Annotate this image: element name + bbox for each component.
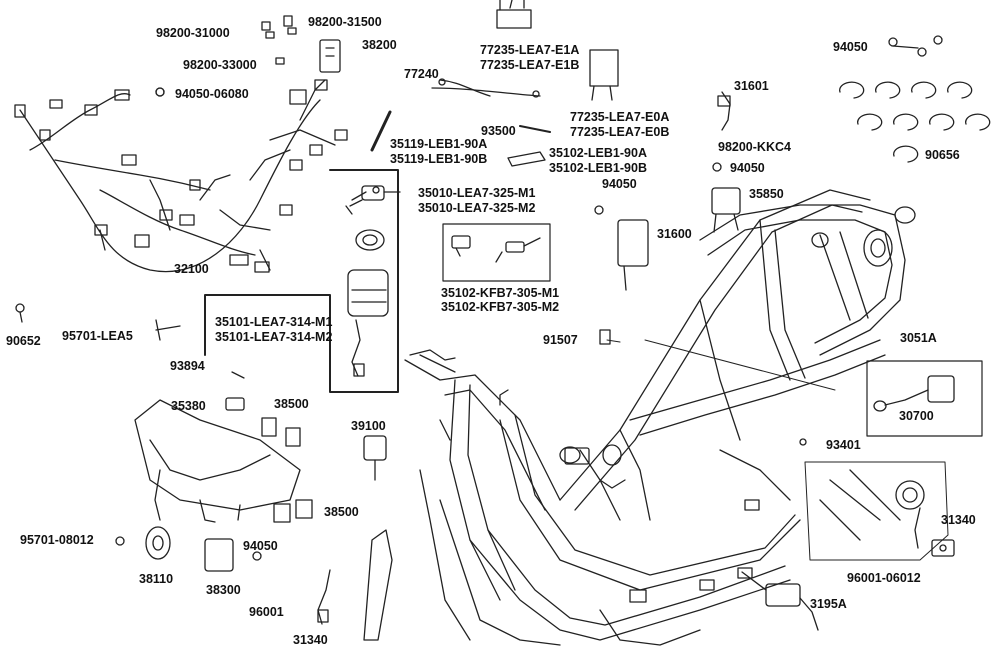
part-label-94050-mid[interactable]: 94050: [730, 161, 765, 175]
part-label-35119-leb1-90b[interactable]: 35119-LEB1-90B: [390, 152, 488, 166]
wire-harness: [14, 79, 348, 273]
part-label-38500-upper[interactable]: 38500: [274, 397, 309, 411]
part-label-32100[interactable]: 32100: [174, 262, 209, 276]
part-label-91507[interactable]: 91507: [543, 333, 578, 347]
part-label-38300[interactable]: 38300: [206, 583, 241, 597]
part-label-35101-lea7-314-m1[interactable]: 35101-LEA7-314-M1: [215, 315, 333, 329]
part-label-93894[interactable]: 93894: [170, 359, 205, 373]
part-label-35010-lea7-325-m1[interactable]: 35010-LEA7-325-M1: [418, 186, 536, 200]
part-label-95701-08012[interactable]: 95701-08012: [20, 533, 94, 547]
part-label-39100[interactable]: 39100: [351, 419, 386, 433]
part-label-95701-lea5[interactable]: 95701-LEA5: [62, 329, 133, 343]
part-label-3051a[interactable]: 3051A: [900, 331, 937, 345]
part-label-77235-lea7-e1b[interactable]: 77235-LEA7-E1B: [480, 58, 580, 72]
part-label-35119-leb1-90a[interactable]: 35119-LEB1-90A: [390, 137, 488, 151]
part-label-35850[interactable]: 35850: [749, 187, 784, 201]
part-label-94050-bottom[interactable]: 94050: [243, 539, 278, 553]
part-label-90652[interactable]: 90652: [6, 334, 41, 348]
part-label-35102-leb1-90a[interactable]: 35102-LEB1-90A: [549, 146, 647, 160]
part-label-98200-31000[interactable]: 98200-31000: [156, 26, 230, 40]
part-label-35102-kfb7-305-m1[interactable]: 35102-KFB7-305-M1: [441, 286, 560, 300]
connector-3195a: [737, 567, 819, 631]
part-label-38500-lower[interactable]: 38500: [324, 505, 359, 519]
part-label-38200[interactable]: 38200: [362, 38, 397, 52]
part-label-31340-bottom[interactable]: 31340: [293, 633, 328, 647]
part-label-35010-lea7-325-m2[interactable]: 35010-LEA7-325-M2: [418, 201, 536, 215]
ignition-cylinder: [347, 229, 389, 377]
part-label-35102-leb1-90b[interactable]: 35102-LEB1-90B: [549, 161, 647, 175]
part-label-31340-right[interactable]: 31340: [941, 513, 976, 527]
part-label-31600[interactable]: 31600: [657, 227, 692, 241]
part-label-96001-06012[interactable]: 96001-06012: [847, 571, 921, 585]
part-label-77235-lea7-e1a[interactable]: 77235-LEA7-E1A: [480, 43, 580, 57]
part-label-94050-top[interactable]: 94050: [833, 40, 868, 54]
part-label-3195a[interactable]: 3195A: [810, 597, 847, 611]
lower-bracket: [134, 397, 313, 523]
part-label-98200-kkc4[interactable]: 98200-KKC4: [718, 140, 791, 154]
rubber-bands: [839, 81, 991, 163]
key-set: [345, 185, 401, 215]
part-label-31601[interactable]: 31601: [734, 79, 769, 93]
part-label-77235-lea7-e0b[interactable]: 77235-LEA7-E0B: [570, 125, 670, 139]
part-label-35102-kfb7-305-m2[interactable]: 35102-KFB7-305-M2: [441, 300, 560, 314]
part-label-94050-06080[interactable]: 94050-06080: [175, 87, 249, 101]
part-label-98200-33000[interactable]: 98200-33000: [183, 58, 257, 72]
part-label-90656[interactable]: 90656: [925, 148, 960, 162]
part-label-94050-ecu[interactable]: 94050: [602, 177, 637, 191]
part-label-77235-lea7-e0a[interactable]: 77235-LEA7-E0A: [570, 110, 670, 124]
part-label-38110[interactable]: 38110: [139, 572, 174, 586]
part-label-93500[interactable]: 93500: [481, 124, 516, 138]
frame-body: [404, 189, 916, 646]
part-label-98200-31500[interactable]: 98200-31500: [308, 15, 382, 29]
cables: [431, 0, 619, 167]
part-label-96001[interactable]: 96001: [249, 605, 284, 619]
part-label-35380[interactable]: 35380: [171, 399, 206, 413]
part-label-30700[interactable]: 30700: [899, 409, 934, 423]
part-label-93401[interactable]: 93401: [826, 438, 861, 452]
part-label-77240[interactable]: 77240: [404, 67, 439, 81]
part-label-35101-lea7-314-m2[interactable]: 35101-LEA7-314-M2: [215, 330, 333, 344]
